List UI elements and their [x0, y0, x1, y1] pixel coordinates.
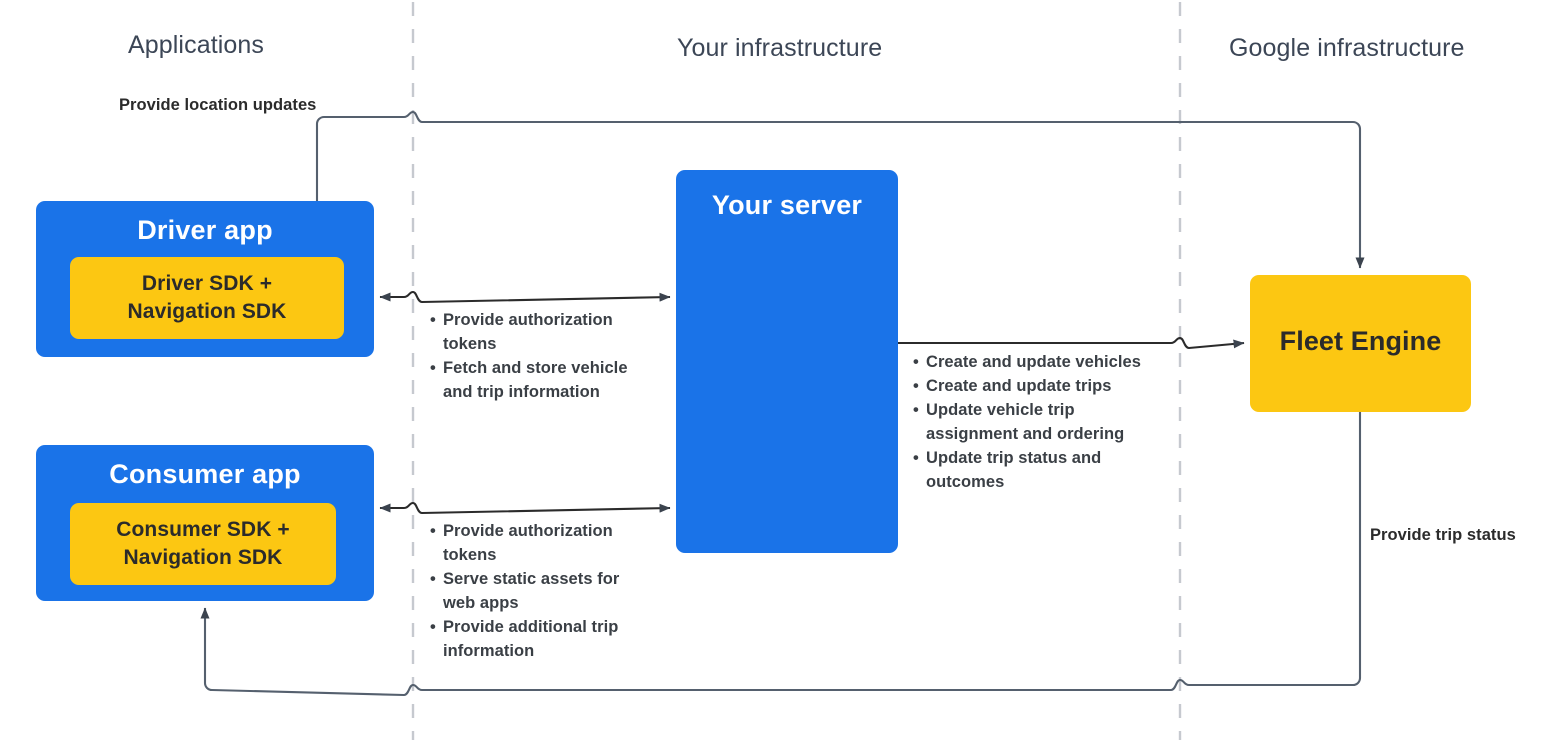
- node-fleet-engine[interactable]: Fleet Engine: [1250, 275, 1471, 412]
- node-driver-sdk-label: Driver SDK + Navigation SDK: [70, 270, 344, 326]
- bullet-item: Provide additional trip information: [430, 615, 655, 663]
- bullet-item: Update vehicle trip assignment and order…: [913, 398, 1163, 446]
- edge-consumer-server: [379, 501, 671, 515]
- node-consumer-sdk[interactable]: Consumer SDK + Navigation SDK: [70, 503, 336, 585]
- node-consumer-app-title: Consumer app: [109, 459, 301, 489]
- node-fleet-engine-title: Fleet Engine: [1279, 326, 1442, 356]
- bullet-item: Provide authorization tokens: [430, 308, 655, 356]
- edge-label-trip-status: Provide trip status: [1370, 526, 1516, 544]
- edge-bullets-driver-to-server: Provide authorization tokensFetch and st…: [430, 308, 655, 404]
- column-header-google-infrastructure: Google infrastructure: [1229, 34, 1465, 62]
- node-consumer-sdk-label: Consumer SDK + Navigation SDK: [70, 516, 336, 572]
- bullet-item: Provide authorization tokens: [430, 519, 655, 567]
- column-header-applications: Applications: [128, 31, 265, 59]
- node-your-server-title: Your server: [711, 190, 863, 220]
- bullet-item: Serve static assets for web apps: [430, 567, 655, 615]
- bullet-item: Update trip status and outcomes: [913, 446, 1163, 494]
- column-header-your-infrastructure: Your infrastructure: [677, 34, 883, 62]
- bullet-item: Fetch and store vehicle and trip informa…: [430, 356, 655, 404]
- edge-bullets-consumer-to-server: Provide authorization tokensServe static…: [430, 519, 655, 663]
- node-driver-sdk[interactable]: Driver SDK + Navigation SDK: [70, 257, 344, 339]
- node-your-server[interactable]: Your server: [676, 170, 898, 553]
- bullet-item: Create and update vehicles: [913, 350, 1163, 374]
- edge-driver-server: [379, 290, 671, 304]
- node-driver-sdk-line1: Driver SDK +: [141, 272, 273, 295]
- node-driver-sdk-line2: Navigation SDK: [127, 300, 287, 323]
- edge-bullets-server-to-fleet-engine: Create and update vehiclesCreate and upd…: [913, 350, 1163, 494]
- edge-server-fleet-engine: [898, 336, 1245, 350]
- node-driver-app-title: Driver app: [137, 215, 273, 245]
- node-consumer-sdk-line1: Consumer SDK +: [116, 518, 290, 541]
- edge-label-location-updates: Provide location updates: [119, 96, 317, 114]
- bullet-item: Create and update trips: [913, 374, 1163, 398]
- node-consumer-sdk-line2: Navigation SDK: [123, 546, 283, 569]
